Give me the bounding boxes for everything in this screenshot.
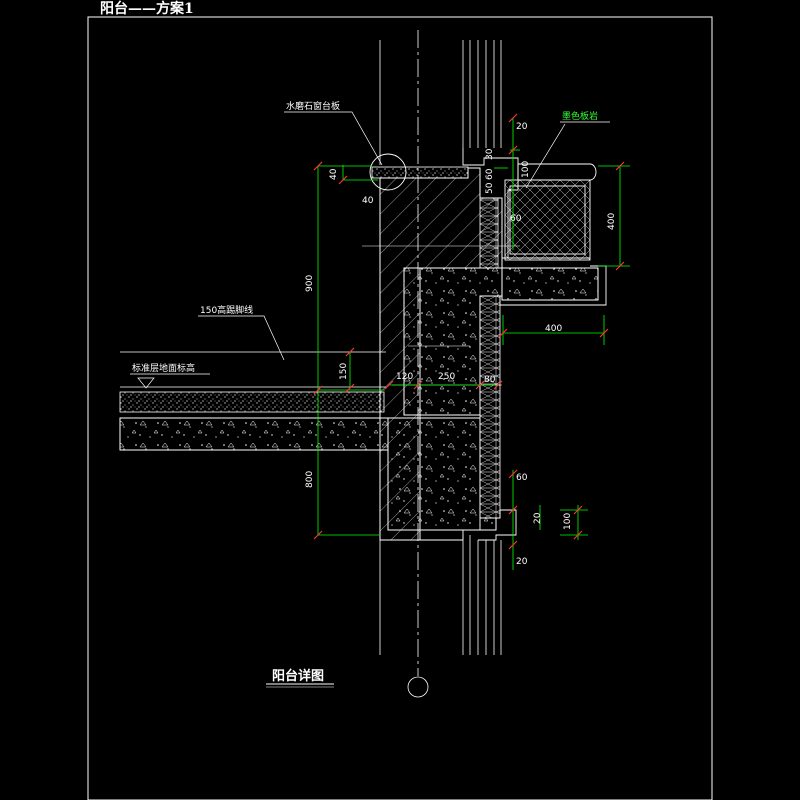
slab-bottom-outline xyxy=(120,449,381,540)
dim-60-upper: 60 xyxy=(485,168,495,180)
dim-150: 150 xyxy=(339,363,349,380)
note-slate-tile: 墨色板岩 xyxy=(562,110,598,122)
dimension-lines xyxy=(317,118,630,570)
lower-step-outline xyxy=(462,509,517,541)
drawing-frame xyxy=(87,16,713,800)
dim-20-top: 20 xyxy=(516,122,528,132)
floor-slab xyxy=(119,417,389,451)
dim-20-bottom: 20 xyxy=(516,557,528,567)
dim-400-horizontal: 400 xyxy=(545,324,562,334)
upper-step-outline xyxy=(462,148,519,259)
dim-40-upper: 40 xyxy=(329,168,339,180)
dim-30: 30 xyxy=(485,148,495,160)
dim-250: 250 xyxy=(438,372,455,382)
dim-50: 50 xyxy=(485,182,495,194)
dim-100-upper: 100 xyxy=(521,161,531,178)
dimension-ticks xyxy=(313,113,625,550)
floor-finish-layer xyxy=(119,351,386,413)
dim-80: 80 xyxy=(484,375,496,385)
dim-60-lower: 60 xyxy=(516,473,528,483)
note-floor-level: 标准层地面标高 xyxy=(132,362,195,374)
dim-900: 900 xyxy=(305,275,315,292)
note-skirting: 150高踢脚线 xyxy=(200,304,253,316)
window-frame-lines xyxy=(379,40,502,655)
dim-400-vertical: 400 xyxy=(607,213,617,230)
dim-40-lower: 40 xyxy=(362,196,374,206)
leader-lines xyxy=(130,111,610,389)
planter-box xyxy=(504,163,597,261)
insulation-strip-lower xyxy=(479,295,501,519)
insulation-strip xyxy=(479,197,499,269)
dim-20-mid: 20 xyxy=(533,512,543,524)
dim-800: 800 xyxy=(305,471,315,488)
drawing-caption: 阳台详图 xyxy=(272,668,324,684)
note-window-sill: 水磨石窗台板 xyxy=(286,100,340,112)
sheet-title: 阳台——方案1 xyxy=(100,0,194,17)
dim-120: 120 xyxy=(396,372,413,382)
dim-100-lower: 100 xyxy=(563,513,573,530)
balcony-slab xyxy=(501,267,599,301)
dim-60-mid: 60 xyxy=(510,214,522,224)
